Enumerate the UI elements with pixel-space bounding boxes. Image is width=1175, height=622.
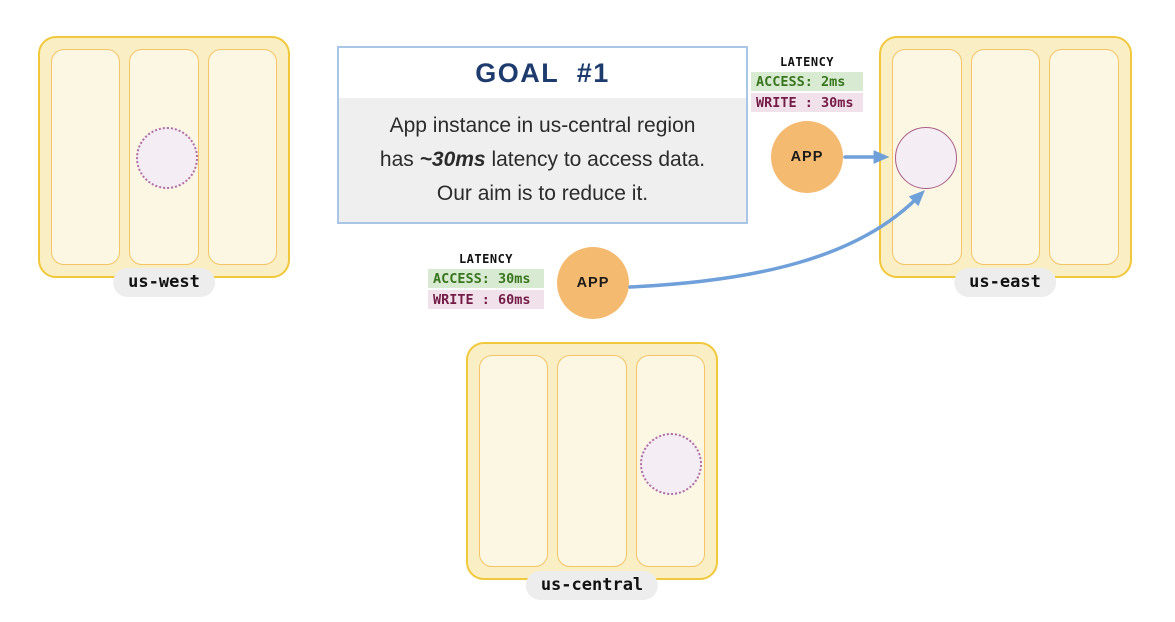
db-replica-placeholder-circle bbox=[640, 433, 702, 495]
zone-column bbox=[557, 355, 627, 567]
goal-line-2-emphasis: ~30ms bbox=[419, 148, 486, 171]
zone-column bbox=[207, 49, 277, 265]
goal-title: GOAL #1 bbox=[339, 48, 746, 98]
goal-line-2-pre: has bbox=[379, 148, 420, 171]
region-label-us-central: us-central bbox=[525, 571, 659, 600]
goal-box: GOAL #1 App instance in us-central regio… bbox=[337, 46, 748, 224]
goal-body: App instance in us-central region has ~3… bbox=[339, 98, 746, 222]
app-label: APP bbox=[576, 275, 610, 291]
region-us-east bbox=[879, 36, 1132, 278]
goal-line-1: App instance in us-central region bbox=[389, 114, 696, 137]
zone-column bbox=[51, 49, 121, 265]
app-instance-us-central: APP bbox=[557, 247, 629, 319]
app-label: APP bbox=[790, 149, 824, 165]
app-instance-us-east: APP bbox=[771, 121, 843, 193]
db-replica-placeholder-circle bbox=[136, 127, 198, 189]
region-label-us-east: us-east bbox=[954, 268, 1056, 297]
latency-panel-us-central: LATENCY ACCESS: 30ms WRITE : 60ms bbox=[428, 252, 544, 309]
latency-write-row: WRITE : 60ms bbox=[428, 290, 544, 309]
zone-column bbox=[1049, 49, 1120, 265]
latency-title: LATENCY bbox=[779, 55, 835, 69]
latency-panel-us-east: LATENCY ACCESS: 2ms WRITE : 30ms bbox=[751, 55, 863, 112]
goal-line-3: Our aim is to reduce it. bbox=[436, 182, 649, 205]
goal-line-2: has ~30ms latency to access data. bbox=[380, 143, 705, 177]
region-us-central bbox=[466, 342, 718, 580]
zone-column bbox=[479, 355, 549, 567]
goal-line-2-post: latency to access data. bbox=[485, 148, 706, 171]
region-us-west bbox=[38, 36, 290, 278]
zone-column bbox=[970, 49, 1041, 265]
db-primary-circle bbox=[895, 127, 957, 189]
latency-access-row: ACCESS: 30ms bbox=[428, 269, 544, 288]
region-label-us-west: us-west bbox=[113, 268, 215, 297]
latency-write-row: WRITE : 30ms bbox=[751, 93, 863, 112]
latency-title: LATENCY bbox=[458, 252, 514, 266]
latency-access-row: ACCESS: 2ms bbox=[751, 72, 863, 91]
